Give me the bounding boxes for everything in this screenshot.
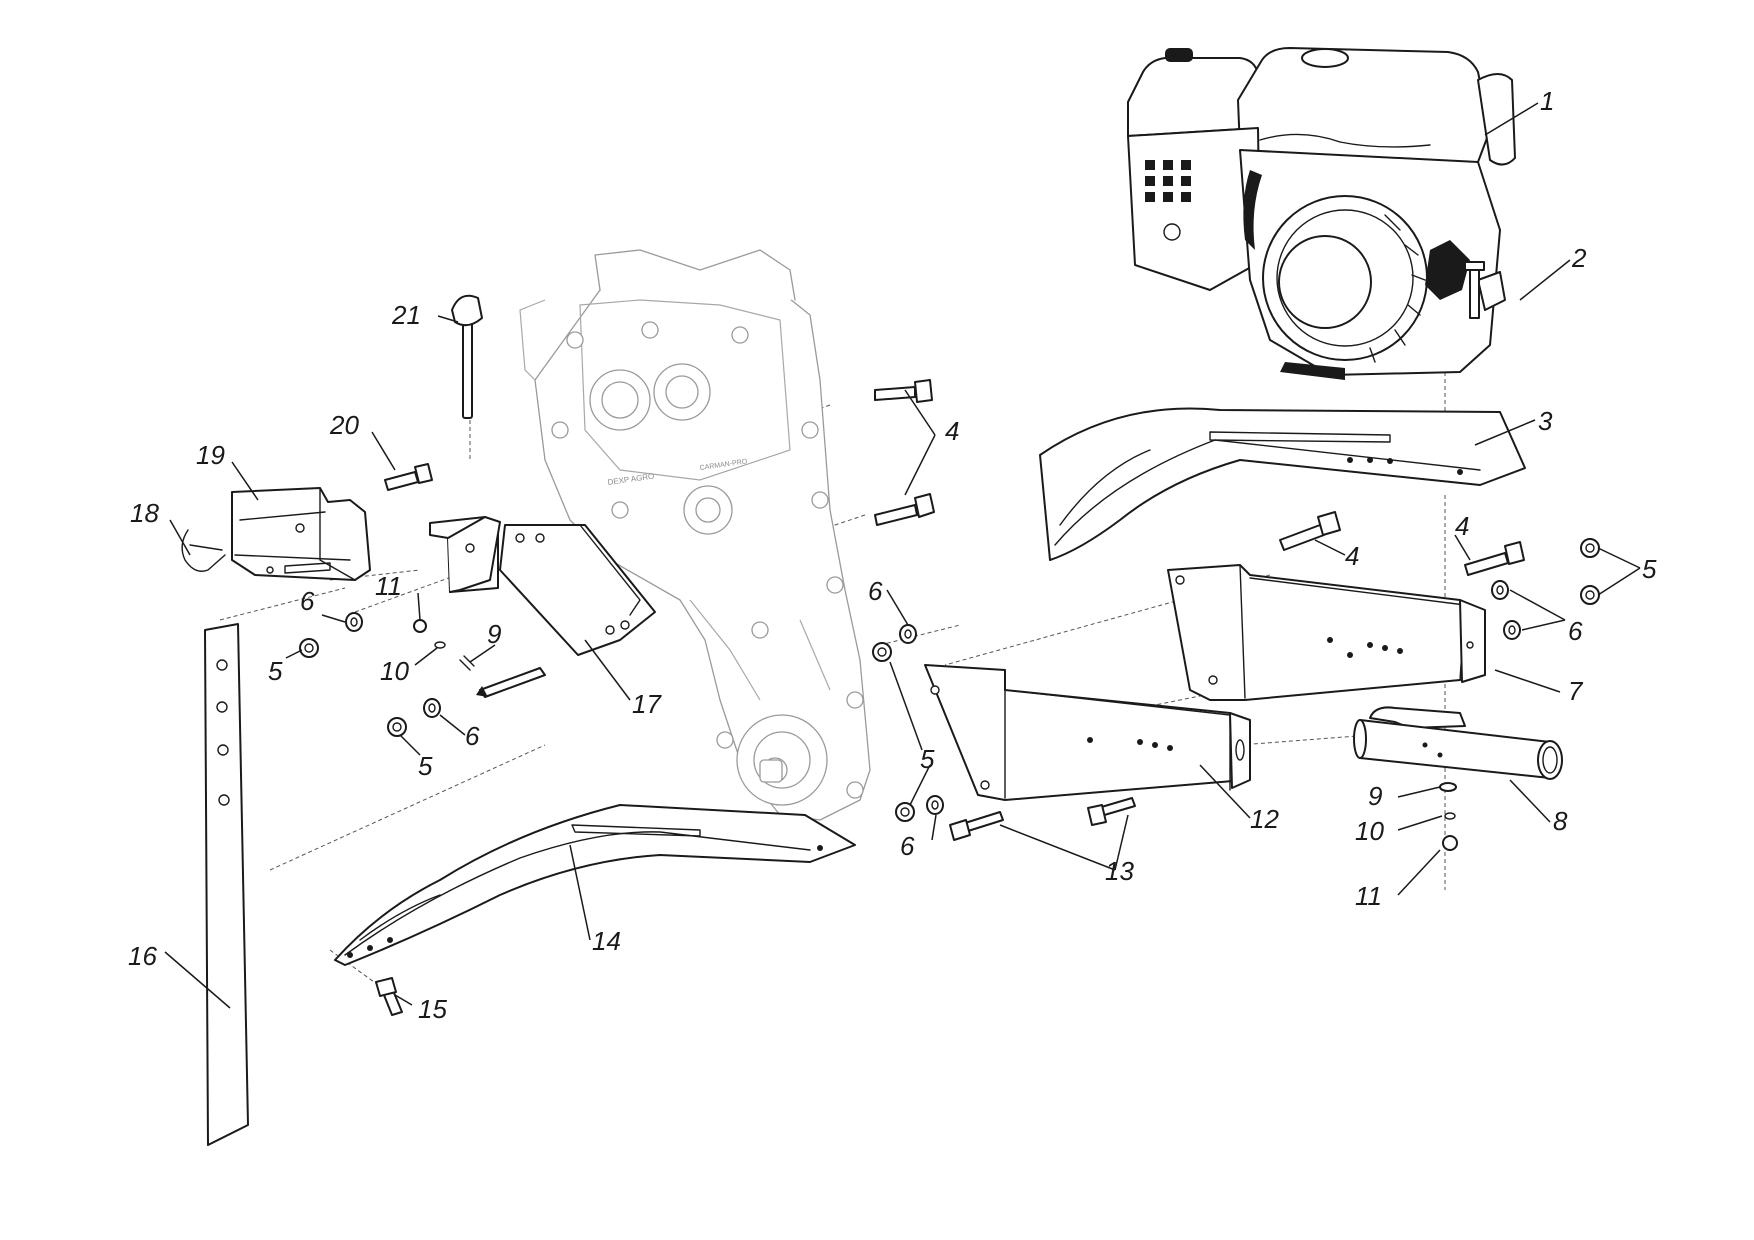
callout-4-extra: 4 [1455, 511, 1469, 541]
callout-4-gearbox: 4 [945, 416, 959, 446]
callout-5-left-lower: 5 [418, 751, 433, 781]
nut-left-2 [387, 717, 407, 737]
callout-16: 16 [128, 941, 157, 971]
bolt-gearbox-lower [874, 493, 935, 526]
callout-5-left-upper: 5 [268, 656, 283, 686]
lock-pin [451, 294, 483, 419]
callout-9-axle: 9 [1368, 781, 1382, 811]
nut-left-1 [299, 638, 319, 658]
washer-left-1 [345, 612, 363, 632]
spring-washer-axle [1444, 812, 1456, 820]
callout-15: 15 [418, 994, 447, 1024]
callout-5-right: 5 [1642, 554, 1657, 584]
washer-small-left [459, 655, 475, 671]
engine [1127, 47, 1516, 380]
nut-center-1 [872, 642, 892, 662]
callout-10-axle: 10 [1355, 816, 1384, 846]
nut-center-2 [895, 802, 915, 822]
side-bracket-right [1167, 564, 1486, 701]
callout-leaders [164, 102, 1641, 1009]
depth-bar [204, 623, 249, 1146]
bolt-bracket-right [1464, 541, 1525, 576]
nut-right-1 [1580, 538, 1600, 558]
callout-11-left: 11 [375, 571, 402, 601]
bolt-gearbox-upper [874, 379, 933, 403]
bolt-side-bracket-1 [949, 811, 1004, 841]
fender-upper [1039, 407, 1526, 561]
fender-lower [334, 804, 856, 966]
spring-washer-left [434, 641, 446, 649]
callout-19: 19 [196, 440, 225, 470]
callout-20: 20 [329, 410, 359, 440]
bolt-bracket-center [1279, 511, 1341, 551]
callout-6-center-upper: 6 [868, 576, 883, 606]
hitch-bracket [231, 487, 371, 581]
callout-14: 14 [592, 926, 621, 956]
gearbox-housing: DEXP AGRO CARMAN-PRO [519, 249, 871, 821]
callout-17: 17 [632, 689, 662, 719]
side-bracket-left [924, 664, 1251, 801]
washer-axle-1 [1439, 782, 1457, 792]
callout-18: 18 [130, 498, 159, 528]
axle-tube [1353, 706, 1563, 780]
nut-small-left [413, 619, 427, 633]
callout-6-center-lower: 6 [900, 831, 915, 861]
cotter-pin [181, 529, 226, 572]
callout-11-axle: 11 [1355, 881, 1382, 911]
engine-vent-grille [1145, 160, 1191, 202]
engine-mount-bolt [1464, 261, 1485, 319]
callout-13: 13 [1105, 856, 1134, 886]
callout-6-left-upper: 6 [300, 586, 315, 616]
bolt-fender [375, 977, 403, 1016]
washer-center-1 [899, 624, 917, 644]
callout-2: 2 [1571, 243, 1587, 273]
gearbox-bracket [429, 516, 656, 698]
washer-right-1 [1491, 580, 1509, 600]
callout-numbers: 1 2 3 4 4 4 4 5 5 5 5 5 6 6 6 6 6 7 8 9 … [128, 86, 1657, 1024]
nut-right-2 [1580, 585, 1600, 605]
callout-21: 21 [391, 300, 421, 330]
callout-9-left: 9 [487, 619, 501, 649]
callout-4-right: 4 [1455, 511, 1469, 541]
callout-3: 3 [1538, 406, 1553, 436]
callout-8: 8 [1553, 806, 1568, 836]
bolt-side-bracket-2 [1087, 797, 1136, 826]
washer-right-2 [1503, 620, 1521, 640]
callout-4-center: 4 [1345, 541, 1359, 571]
callout-5-center-upper: 5 [920, 744, 935, 774]
callout-6-right: 6 [1568, 616, 1583, 646]
nut-axle [1442, 835, 1458, 851]
washer-left-2 [423, 698, 441, 718]
callout-6-left-lower: 6 [465, 721, 480, 751]
washer-center-2 [926, 795, 944, 815]
bolt-hitch [384, 463, 433, 491]
callout-10-left: 10 [380, 656, 409, 686]
callout-12: 12 [1250, 804, 1279, 834]
callout-5-center-lower: 5 [920, 744, 935, 774]
callout-7: 7 [1568, 676, 1584, 706]
callout-1: 1 [1540, 86, 1554, 116]
